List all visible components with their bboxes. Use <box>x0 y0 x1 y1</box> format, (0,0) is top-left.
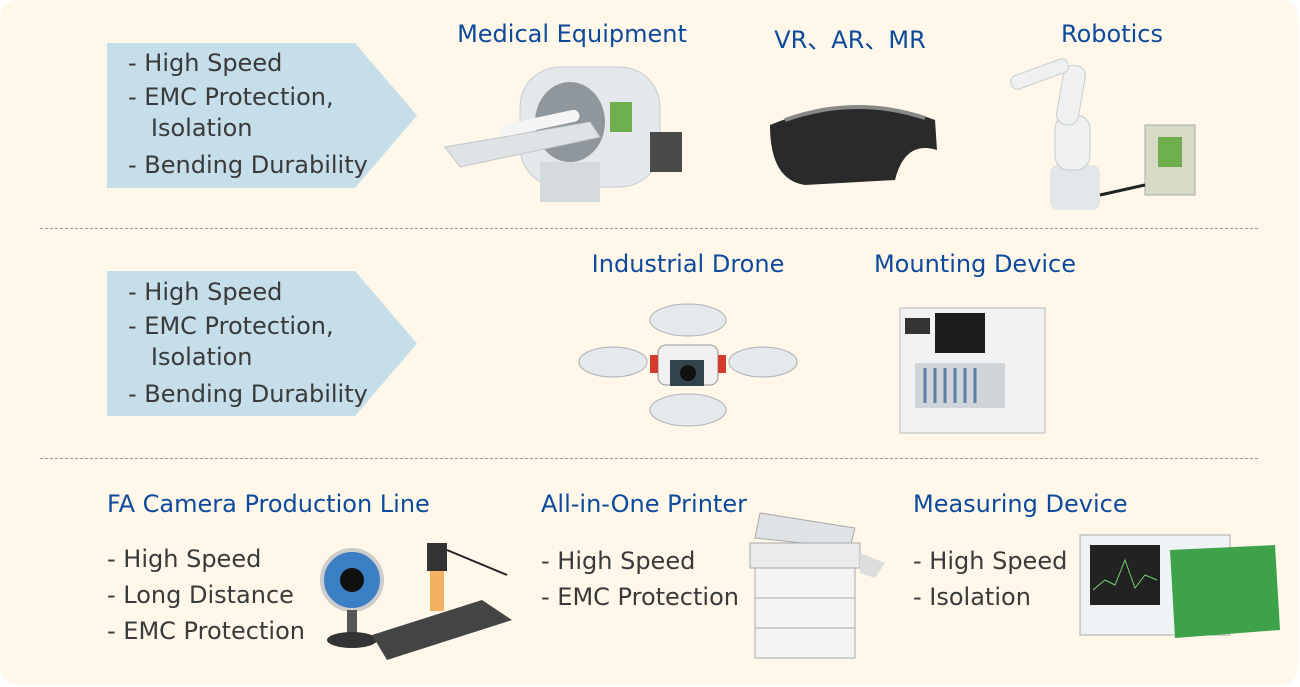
mounting-device-image <box>899 307 1046 434</box>
feature-item: - High Speed <box>128 49 283 77</box>
feature-item: Isolation <box>128 343 253 371</box>
feature-item: Isolation <box>128 114 253 142</box>
feature-list-measuring: - High Speed - Isolation <box>913 543 1067 615</box>
feature-item: - High Speed <box>541 547 696 575</box>
app-title-medical: Medical Equipment <box>457 20 687 48</box>
vr-headset-image <box>770 104 937 185</box>
feature-list-row1: - High Speed - EMC Protection, Isolation… <box>128 46 368 182</box>
robot-arm-image <box>1010 58 1196 210</box>
feature-item: - Bending Durability <box>128 380 368 408</box>
printer-image <box>749 512 885 659</box>
mri-scanner-image <box>444 66 682 202</box>
feature-list-fa-camera: - High Speed - Long Distance - EMC Prote… <box>107 541 305 649</box>
feature-item: - EMC Protection <box>541 583 739 611</box>
app-title-printer: All-in-One Printer <box>541 490 747 518</box>
app-title-measuring: Measuring Device <box>913 490 1128 518</box>
feature-arrow-row2 <box>107 271 417 416</box>
drone-image <box>578 303 798 427</box>
feature-item: - EMC Protection, <box>128 83 334 111</box>
feature-item: - EMC Protection, <box>128 312 334 340</box>
divider <box>40 228 1258 229</box>
app-title-vr: VR、AR、MR <box>774 26 926 54</box>
app-title-fa-camera: FA Camera Production Line <box>107 490 430 518</box>
measuring-device-image <box>1079 534 1280 638</box>
feature-item: - Isolation <box>913 583 1031 611</box>
feature-item: - Long Distance <box>107 581 294 609</box>
feature-arrow-row1 <box>107 43 417 188</box>
feature-item: - High Speed <box>913 547 1068 575</box>
fa-camera-image <box>320 543 512 660</box>
feature-item: - EMC Protection <box>107 617 305 645</box>
feature-list-printer: - High Speed - EMC Protection <box>541 543 739 615</box>
feature-list-row2: - High Speed - EMC Protection, Isolation… <box>128 275 368 411</box>
feature-item: - Bending Durability <box>128 151 368 179</box>
app-title-mounting: Mounting Device <box>873 250 1077 278</box>
app-title-robotics: Robotics <box>1061 20 1163 48</box>
feature-item: - High Speed <box>128 278 283 306</box>
divider <box>40 458 1258 459</box>
feature-item: - High Speed <box>107 545 262 573</box>
app-title-drone: Industrial Drone <box>591 250 785 278</box>
